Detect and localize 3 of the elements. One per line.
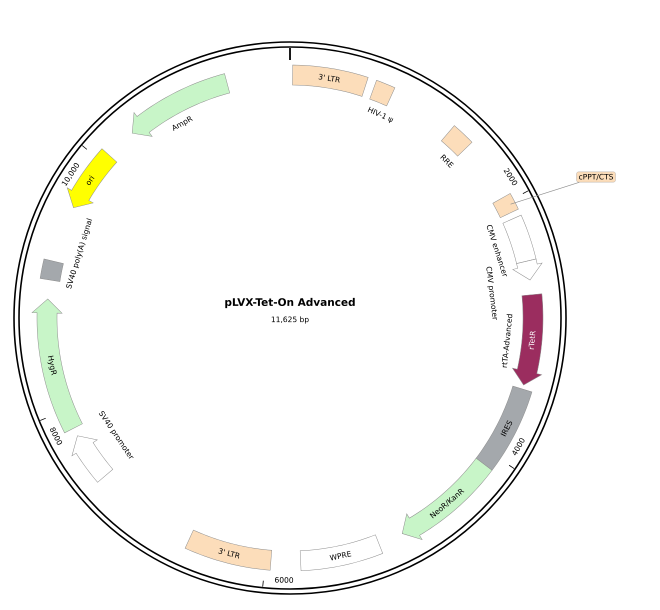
feature-box xyxy=(492,193,519,218)
leader-line xyxy=(510,182,580,204)
map-title: pLVX-Tet-On Advanced xyxy=(225,298,355,308)
